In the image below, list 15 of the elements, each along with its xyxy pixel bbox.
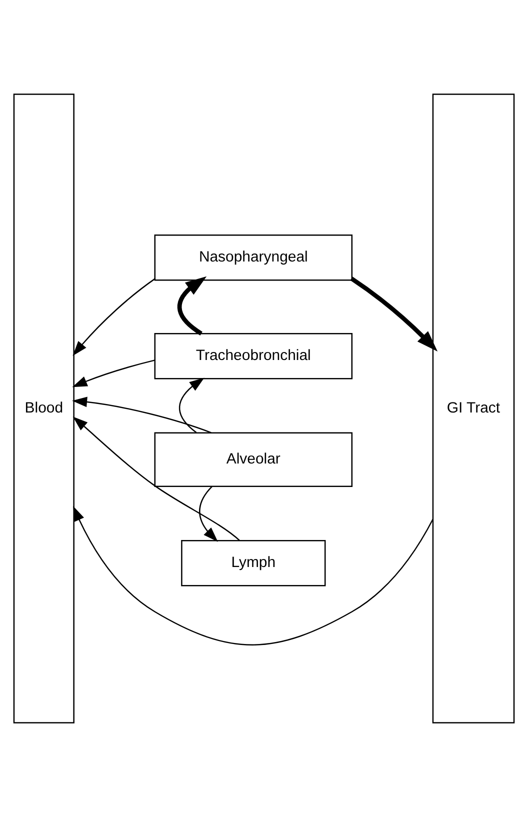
arrow xyxy=(72,416,240,541)
arrow xyxy=(72,360,154,388)
node-box: Alveolar xyxy=(154,432,352,488)
arrow xyxy=(349,276,438,352)
arrow xyxy=(72,396,211,434)
node-box: Blood xyxy=(12,94,74,724)
node-box: Lymph xyxy=(180,540,326,586)
arrow xyxy=(176,276,206,336)
arrow xyxy=(178,378,204,434)
node-box: Tracheobronchial xyxy=(154,333,352,380)
arrow xyxy=(72,278,156,356)
node-box: GI Tract xyxy=(432,94,514,724)
arrow xyxy=(72,506,433,646)
arrow xyxy=(198,486,218,542)
node-box: Nasopharyngeal xyxy=(154,234,352,281)
